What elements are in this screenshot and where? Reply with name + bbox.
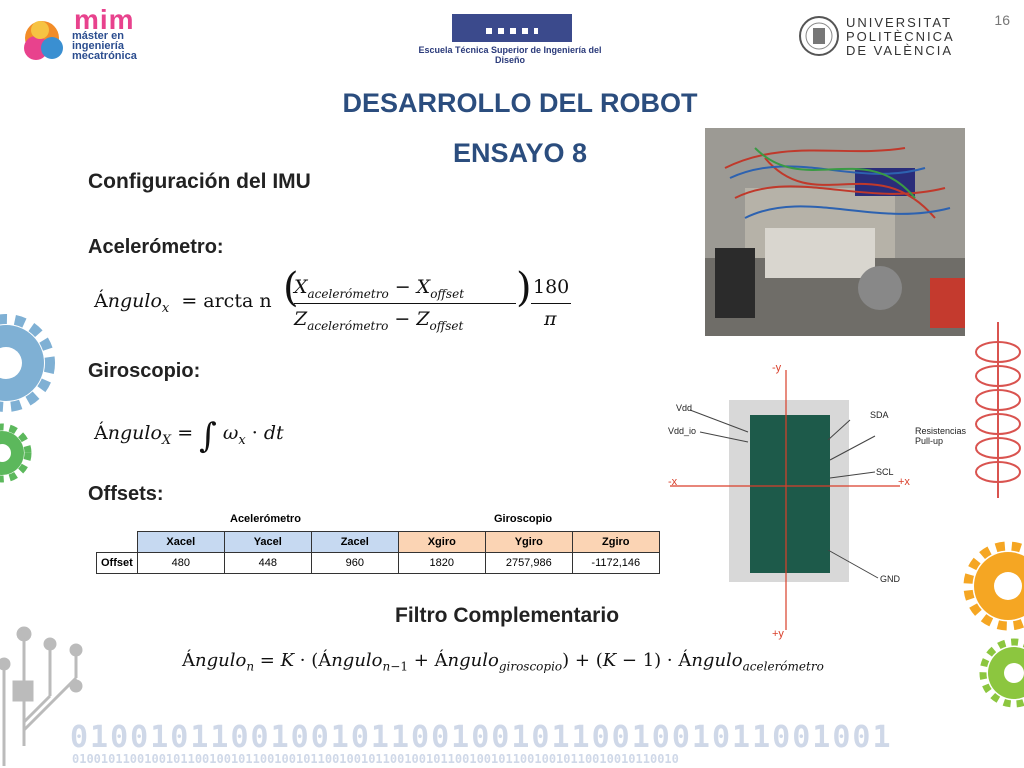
col-xacel: Xacel [136, 531, 225, 553]
section-imu-config: Configuración del IMU [88, 170, 311, 193]
col-zgiro: Zgiro [571, 531, 660, 553]
col-ygiro: Ygiro [484, 531, 573, 553]
cell-ygiro: 2757,986 [484, 552, 573, 574]
fraction2-numerator: 180 [533, 276, 570, 298]
filter-formula: Ángulon = K · (Ángulon−1 + Ángulogirosco… [182, 650, 824, 674]
axis-neg-x: -x [668, 476, 678, 488]
fraction2-denominator: π [544, 308, 557, 330]
gear-blue-icon [0, 314, 55, 412]
cell-xacel: 480 [136, 552, 225, 574]
label-vdd-io: Vdd_io [668, 426, 697, 436]
offset-table-wrap: Acelerómetro Giroscopio Xacel Yacel Zace… [96, 513, 660, 574]
accelerometer-formula: Ángulox = arcta n [94, 290, 272, 316]
binary-strip-large: 0100101100100101100100101100100101100100… [70, 720, 893, 755]
robot-photo [705, 128, 965, 336]
binary-strip-small: 0100101100100101100100101100100101100100… [72, 752, 679, 766]
cell-yacel: 448 [223, 552, 312, 574]
gear-green-icon [0, 423, 32, 483]
table-row: Offset 480 448 960 1820 2757,986 -1172,1… [96, 552, 660, 574]
mim-logo-icon [24, 21, 63, 60]
slide-subtitle: ENSAYO 8 [452, 138, 588, 168]
fraction-denominator: Zacelerómetro − Zoffset [294, 308, 464, 333]
axis-neg-y: -y [772, 362, 782, 374]
label-sda: SDA [870, 410, 889, 420]
fraction-bar [294, 303, 516, 304]
section-gyroscope: Giroscopio: [88, 360, 201, 382]
cell-zgiro: -1172,146 [571, 552, 660, 574]
coil-red-icon [975, 322, 1021, 498]
slide-title: DESARROLLO DEL ROBOT [342, 88, 698, 118]
table-group-accel: Acelerómetro [230, 513, 301, 525]
fraction-numerator: Xacelerómetro − Xoffset [294, 276, 465, 301]
axis-pos-x: +x [898, 476, 910, 488]
label-gnd: GND [880, 574, 900, 584]
gear-orange-icon [963, 541, 1024, 631]
mim-logo-subtitle: máster en ingeniería mecatrónica [72, 30, 137, 62]
cell-xgiro: 1820 [397, 552, 486, 574]
label-scl: SCL [876, 467, 894, 477]
col-yacel: Yacel [223, 531, 312, 553]
paren-close: ) [516, 265, 532, 311]
robot-photo-icon [705, 128, 965, 336]
cell-zacel: 960 [310, 552, 399, 574]
circuit-lines-icon [0, 626, 83, 766]
gear-lime-icon [979, 638, 1024, 708]
section-accelerometer: Acelerómetro: [88, 236, 224, 258]
upv-logo-label: UNIVERSITAT POLITÈCNICA DE VALÈNCIA [846, 15, 955, 58]
filter-heading: Filtro Complementario [395, 604, 620, 627]
table-group-gyro: Giroscopio [494, 513, 553, 525]
label-vdd: Vdd [676, 403, 693, 413]
offset-table: Xacel Yacel Zacel Xgiro Ygiro Zgiro Offs… [96, 531, 660, 574]
etsid-logo-label: Escuela Técnica Superior de Ingeniería d… [418, 45, 602, 65]
axis-pos-y: +y [772, 628, 784, 640]
mim-logo-word: mim [74, 4, 135, 35]
upv-seal-icon [799, 16, 839, 56]
etsid-logo-icon [452, 14, 572, 42]
imu-diagram [670, 370, 900, 630]
section-offsets: Offsets: [88, 483, 164, 505]
paren-open: ( [283, 265, 299, 311]
label-resistencias: Resistencias Pull-up [915, 426, 967, 446]
table-header-row: Xacel Yacel Zacel Xgiro Ygiro Zgiro [97, 531, 660, 553]
col-xgiro: Xgiro [397, 531, 486, 553]
col-zacel: Zacel [310, 531, 399, 553]
gyroscope-formula: ÁnguloX = ∫ ωx · dt [94, 416, 284, 456]
page-number: 16 [994, 12, 1010, 28]
fraction2-bar [531, 303, 571, 304]
row-label: Offset [96, 552, 138, 574]
